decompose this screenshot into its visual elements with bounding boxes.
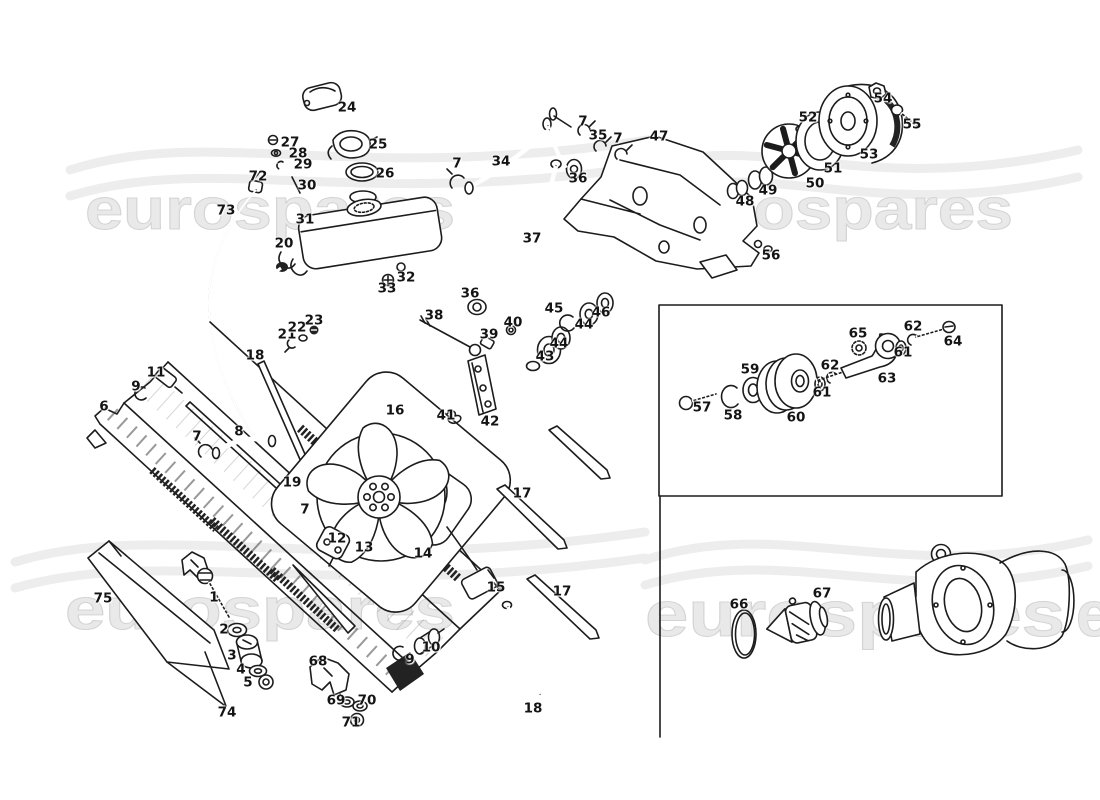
inset-box-frame [658,304,1003,738]
tie-rod-illustration [419,292,614,424]
swoosh-curve [65,161,653,201]
tensioner-inset-illustration [678,320,956,414]
hose-illustrations [194,425,611,695]
watermark-text-partial: e [1076,578,1100,650]
expansion-tank-illustration [207,81,443,506]
upper-hoses-illustration [446,128,562,372]
swoosh-curve [65,135,653,175]
mounting-hardware-illustration [134,262,445,728]
water-pump-bracket-illustration [542,82,920,279]
swoosh-curve [640,535,1093,565]
fan-shroud-illustration [270,371,512,613]
swoosh-curve [10,527,650,567]
swoosh-curve [640,561,1093,590]
thermostat-inset-illustration [731,543,1075,659]
